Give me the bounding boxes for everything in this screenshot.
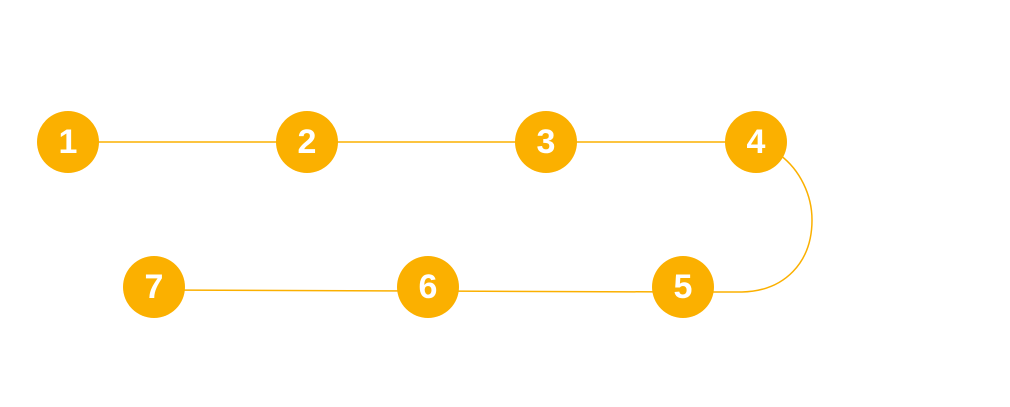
connector-4-5-curve [683,154,813,293]
node-6: 6 [397,256,459,318]
node-4-circle [725,111,787,173]
connector-5-6 [427,290,684,293]
node-1: 1 [37,111,99,173]
connector-6-7 [153,289,429,292]
node-7-circle [123,256,185,318]
node-6-label: 6 [419,268,438,306]
node-2: 2 [276,111,338,173]
node-5-label: 5 [674,268,693,306]
node-5: 5 [652,256,714,318]
node-5-circle [652,256,714,318]
node-4-label: 4 [747,123,766,161]
node-4: 4 [725,111,787,173]
node-2-circle [276,111,338,173]
node-7: 7 [123,256,185,318]
connector-lines [68,141,813,293]
node-1-label: 1 [59,123,78,161]
node-3-circle [515,111,577,173]
node-2-label: 2 [298,123,317,161]
node-6-circle [397,256,459,318]
node-1-circle [37,111,99,173]
node-3: 3 [515,111,577,173]
node-3-label: 3 [537,123,556,161]
node-7-label: 7 [145,268,164,306]
